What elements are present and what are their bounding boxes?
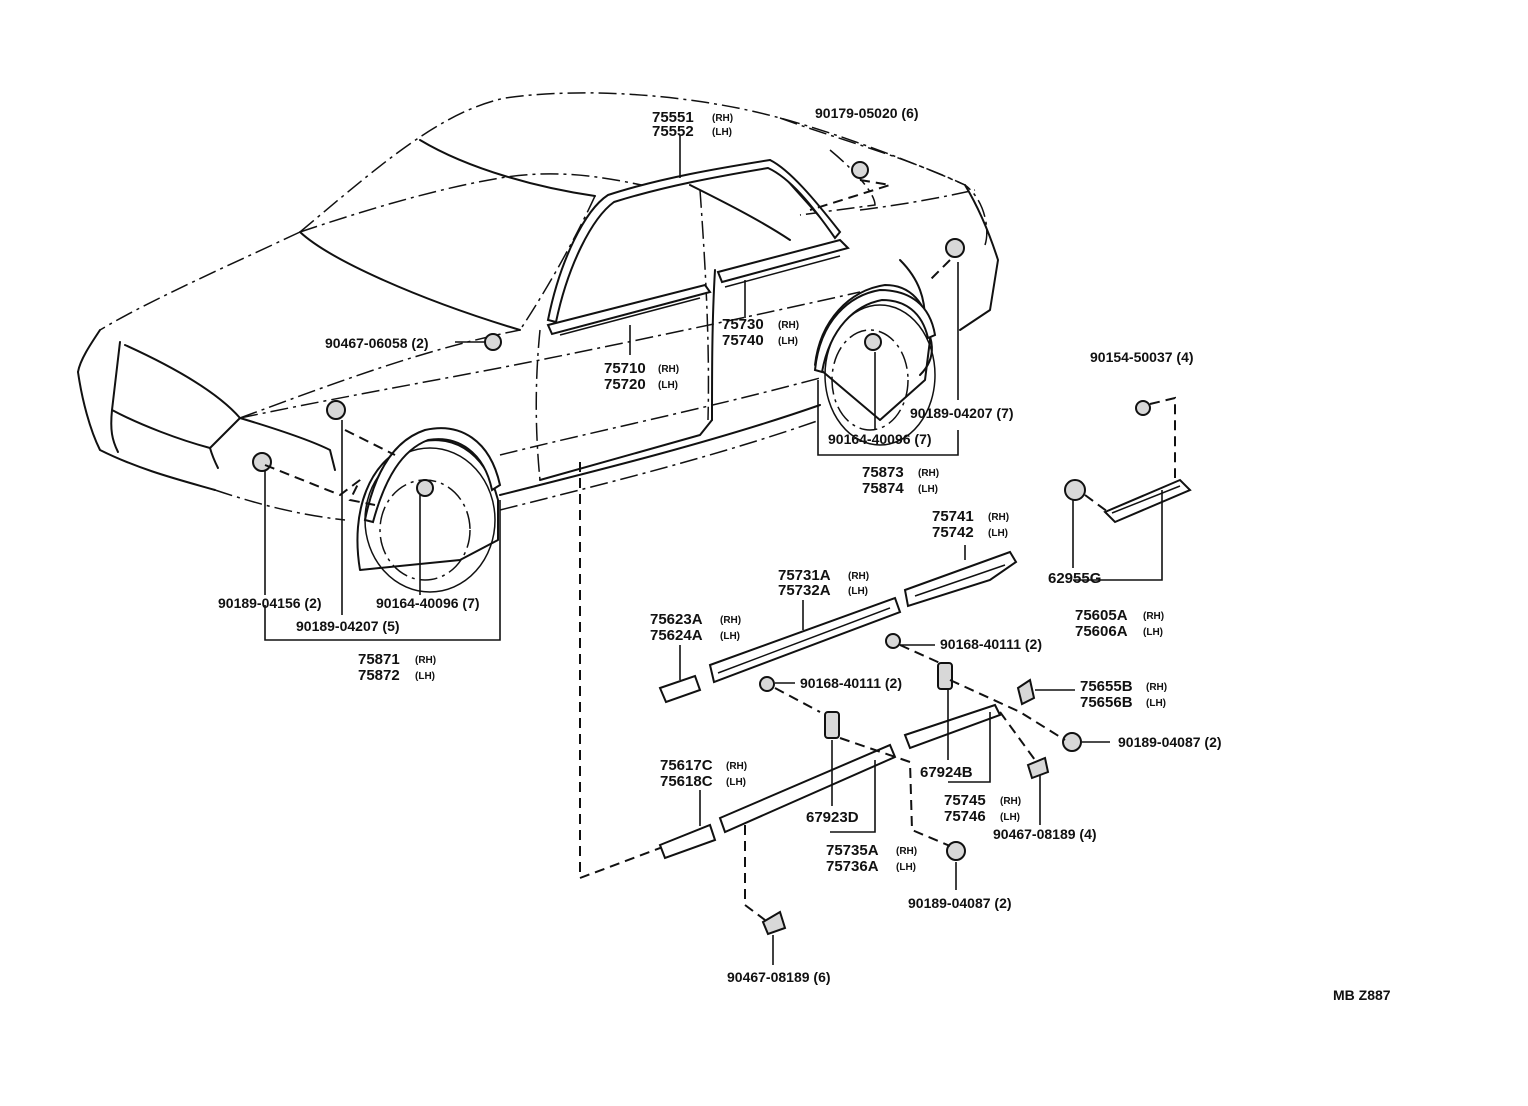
label-75656b: 75656B [1080,694,1133,711]
label-75624a: 75624A [650,627,703,644]
label-75872-side: (LH) [415,671,435,682]
bracket-67923d [824,711,840,739]
label-75655b: 75655B [1080,678,1133,695]
label-75746-side: (LH) [1000,812,1020,823]
label-90189-04207-7: 90189-04207 (7) [910,405,1014,421]
label-90179: 90179-05020 (6) [815,105,919,121]
rear-door-belt-molding [716,238,850,284]
rocker-rail-rear [903,703,1002,750]
label-75606a: 75606A [1075,623,1128,640]
label-75731a-side: (RH) [848,571,869,582]
label-75731a: 75731A [778,567,831,584]
label-75624a-side: (LH) [720,631,740,642]
label-75871: 75871 [358,651,400,668]
label-75736a-side: (LH) [896,862,916,873]
rocker-rail-front [718,743,897,834]
rear-wheel-arch-molding [813,288,937,374]
label-75617c: 75617C [660,757,713,774]
label-75873: 75873 [862,464,904,481]
nut-90189-04087-lower [946,841,966,861]
label-90189-04156: 90189-04156 (2) [218,595,322,611]
label-90189-04207-5: 90189-04207 (5) [296,618,400,634]
label-75745: 75745 [944,792,986,809]
nut-90189-04087-upper [1062,732,1082,752]
label-75732a-side: (LH) [848,586,868,597]
fender-lower-molding [658,674,702,704]
label-75623a-side: (RH) [720,615,741,626]
label-90164-rear: 90164-40096 (7) [828,431,932,447]
label-75735a-side: (RH) [896,846,917,857]
screw-90168-upper [885,633,901,649]
label-90164-front: 90164-40096 (7) [376,595,480,611]
label-90168-upper: 90168-40111 (2) [940,636,1042,652]
label-75710: 75710 [604,360,646,377]
label-67923d: 67923D [806,809,859,826]
label-90154: 90154-50037 (4) [1090,349,1194,365]
label-75742: 75742 [932,524,974,541]
label-75742-side: (LH) [988,528,1008,539]
label-75617c-side: (RH) [726,761,747,772]
clip-90467-6 [761,910,787,936]
label-67924b: 67924B [920,764,973,781]
clip-62955g [1064,479,1086,501]
front-end-cap [658,823,717,860]
leader-lines [264,135,1163,965]
label-75655b-side: (RH) [1146,682,1167,693]
label-62955g: 62955G [1048,570,1101,587]
label-75551-side: (RH) [712,113,733,124]
label-75735a: 75735A [826,842,879,859]
label-75874-side: (LH) [918,484,938,495]
label-75871-side: (RH) [415,655,436,666]
label-75623a: 75623A [650,611,703,628]
label-75741-side: (RH) [988,512,1009,523]
label-75730-side: (RH) [778,320,799,331]
label-90189-04087-lower: 90189-04087 (2) [908,895,1012,911]
label-75720: 75720 [604,376,646,393]
front-door-belt-molding [546,283,712,336]
label-75618c: 75618C [660,773,713,790]
front-wheel-arch-molding [363,427,502,524]
screw-90154 [1135,400,1151,416]
label-90168-lower: 90168-40111 (2) [800,675,902,691]
part-labels: 75551 (RH) 75552 (LH) 90179-05020 (6) 90… [218,105,1391,1003]
label-75606a-side: (LH) [1143,627,1163,638]
front-wheel [356,439,499,593]
label-75710-side: (RH) [658,364,679,375]
label-75740: 75740 [722,332,764,349]
rear-quarter-molding [903,550,1018,608]
label-75552: 75552 [652,123,694,140]
label-75872: 75872 [358,667,400,684]
label-75730: 75730 [722,316,764,333]
label-90467-08189-6: 90467-08189 (6) [727,969,831,985]
label-75605a-side: (RH) [1143,611,1164,622]
reference-code: MB Z887 [1333,987,1391,1003]
screw-90168-lower [759,676,775,692]
label-90189-04087-upper: 90189-04087 (2) [1118,734,1222,750]
roof-drip-molding [546,158,842,324]
label-75741: 75741 [932,508,974,525]
label-75736a: 75736A [826,858,879,875]
label-75720-side: (LH) [658,380,678,391]
bracket-67924b [937,662,953,690]
label-75551: 75551 [652,109,694,126]
label-75618c-side: (LH) [726,777,746,788]
label-75745-side: (RH) [1000,796,1021,807]
label-75874: 75874 [862,480,904,497]
label-75605a: 75605A [1075,607,1128,624]
label-75656b-side: (LH) [1146,698,1166,709]
label-90467-08189-4: 90467-08189 (4) [993,826,1097,842]
label-75746: 75746 [944,808,986,825]
label-75552-side: (LH) [712,127,732,138]
label-75732a: 75732A [778,582,831,599]
label-90467-06058: 90467-06058 (2) [325,335,429,351]
clip-75655b [1016,678,1036,706]
clip-90467-4 [1026,756,1050,780]
label-75873-side: (RH) [918,468,939,479]
label-75740-side: (LH) [778,336,798,347]
